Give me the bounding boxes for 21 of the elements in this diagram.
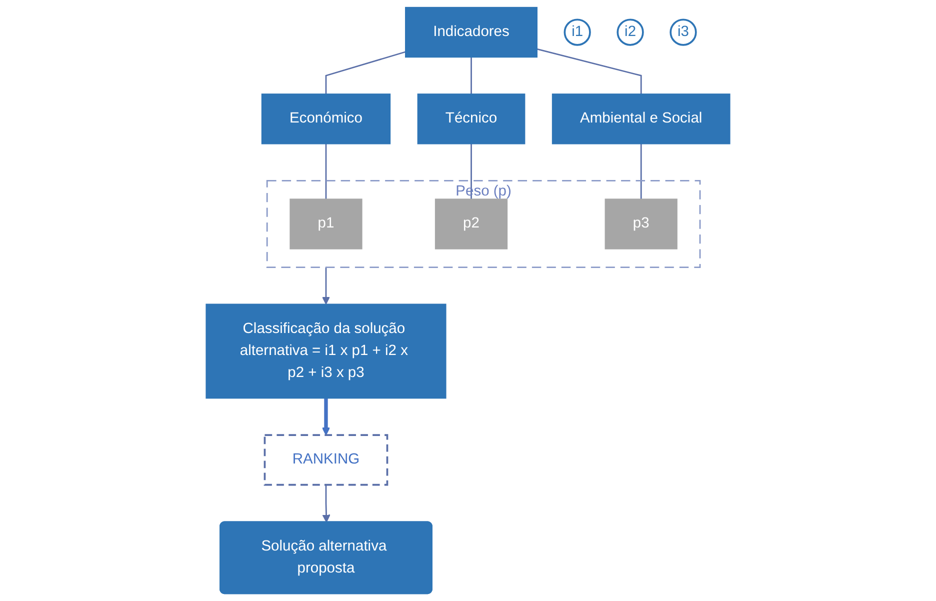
node-box: Classificação da solução alternativa = i1 x p1 + i2 x p2 + i3 x p3 (206, 304, 446, 399)
node-box: Técnico (417, 94, 526, 144)
connector (325, 144, 327, 200)
node-box: Ambiental e Social (552, 94, 730, 144)
connector (640, 144, 642, 200)
node-box: p2 (434, 198, 508, 250)
node-box: p1 (290, 198, 362, 250)
connector (325, 51, 406, 94)
node-box: p3 (604, 198, 678, 250)
arrow (322, 484, 330, 523)
node-circle: i3 (670, 18, 697, 46)
connector (470, 57, 472, 94)
connector (470, 144, 472, 200)
node-box: Indicadores (405, 6, 538, 58)
node-circle: i2 (616, 18, 644, 46)
node-circle: i1 (564, 18, 591, 46)
node-box: RANKING (264, 434, 388, 486)
node-box: Económico (261, 94, 391, 144)
arrow (322, 267, 330, 305)
connector (536, 48, 642, 94)
arrow (322, 398, 330, 436)
